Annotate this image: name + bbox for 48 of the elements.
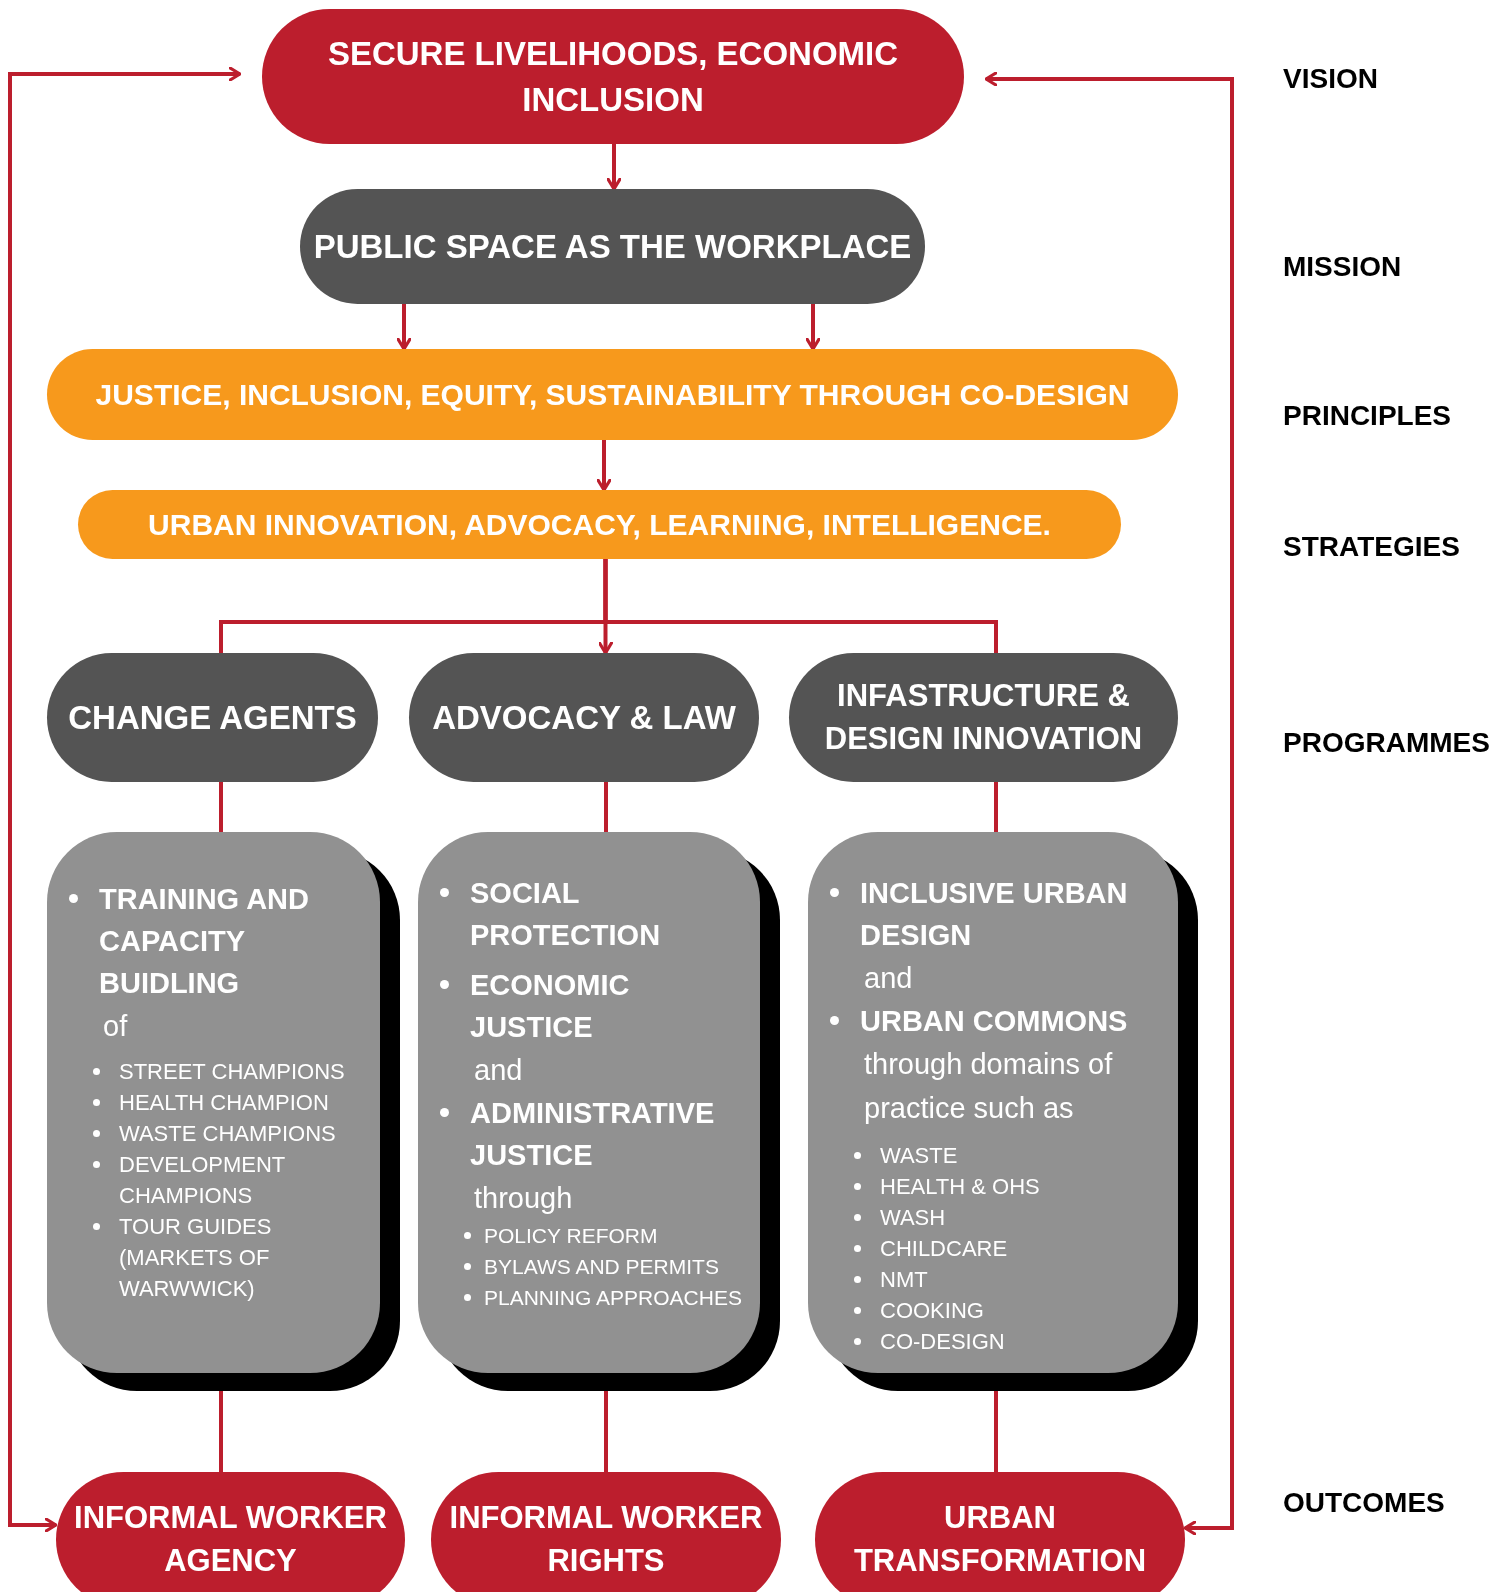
body-text: and [863, 961, 914, 996]
level-label: OUTCOMES [1283, 1487, 1445, 1519]
body-text: of [102, 1009, 129, 1044]
list-item: WASTE [808, 1140, 1144, 1171]
list-item: DEVELOPMENT CHAMPIONS [47, 1149, 346, 1211]
node-label: PUBLIC SPACE AS THE WORKPLACE [312, 226, 913, 267]
body-text: through [473, 1181, 574, 1216]
node-label: CHANGE AGENTS [67, 697, 358, 738]
body-text: and [473, 1053, 524, 1088]
node-label: SECURE LIVELIHOODS, ECONOMIC INCLUSION [326, 33, 900, 120]
arrow [805, 304, 821, 351]
list-item: STREET CHAMPIONS [47, 1056, 346, 1087]
list-item: TOUR GUIDES (MARKETS OF WARWWICK) [47, 1211, 346, 1304]
body-text: through domains of practice such as [863, 1047, 1114, 1126]
list-item: COOKING [808, 1295, 1144, 1326]
node-label: INFORMAL WORKER AGENCY [73, 1498, 388, 1580]
list-item: WASH [808, 1202, 1144, 1233]
arrow [396, 304, 412, 351]
level-label: PRINCIPLES [1283, 400, 1452, 432]
arrow [8, 66, 242, 1533]
list-item: CHILDCARE [808, 1233, 1144, 1264]
level-label: STRATEGIES [1283, 531, 1460, 563]
list-item: HEALTH CHAMPION [47, 1087, 346, 1118]
level-label: MISSION [1283, 251, 1402, 283]
node-label: ADVOCACY & LAW [431, 697, 737, 738]
connector-line [219, 782, 223, 832]
list-item: NMT [808, 1264, 1144, 1295]
list-item: HEALTH & OHS [808, 1171, 1144, 1202]
arrow [984, 71, 1234, 1536]
connector-line [604, 782, 608, 832]
node-label: URBAN INNOVATION, ADVOCACY, LEARNING, INTELLIGENCE. [147, 506, 1052, 543]
list-item: PLANNING APPROACHES [418, 1282, 756, 1313]
connector-line [994, 782, 998, 832]
level-label: VISION [1283, 63, 1378, 95]
list-item: WASTE CHAMPIONS [47, 1118, 346, 1149]
arrow [606, 144, 622, 191]
list-item: POLICY REFORM [418, 1220, 756, 1251]
node-label: INFASTRUCTURE & DESIGN INNOVATION [823, 676, 1144, 758]
connector-line [603, 559, 998, 653]
node-label: INFORMAL WORKER RIGHTS [448, 1498, 764, 1580]
node-label: URBAN TRANSFORMATION [852, 1498, 1148, 1580]
bullet-heading: URBAN COMMONS [808, 1000, 1144, 1042]
bullet-heading: SOCIAL PROTECTION [418, 872, 756, 956]
level-label: PROGRAMMES [1283, 727, 1490, 759]
arrow [596, 440, 612, 492]
list-item: BYLAWS AND PERMITS [418, 1251, 756, 1282]
node-label: JUSTICE, INCLUSION, EQUITY, SUSTAINABILITY THROUGH CO-DESIGN [94, 376, 1131, 413]
list-item: CO-DESIGN [808, 1326, 1144, 1357]
